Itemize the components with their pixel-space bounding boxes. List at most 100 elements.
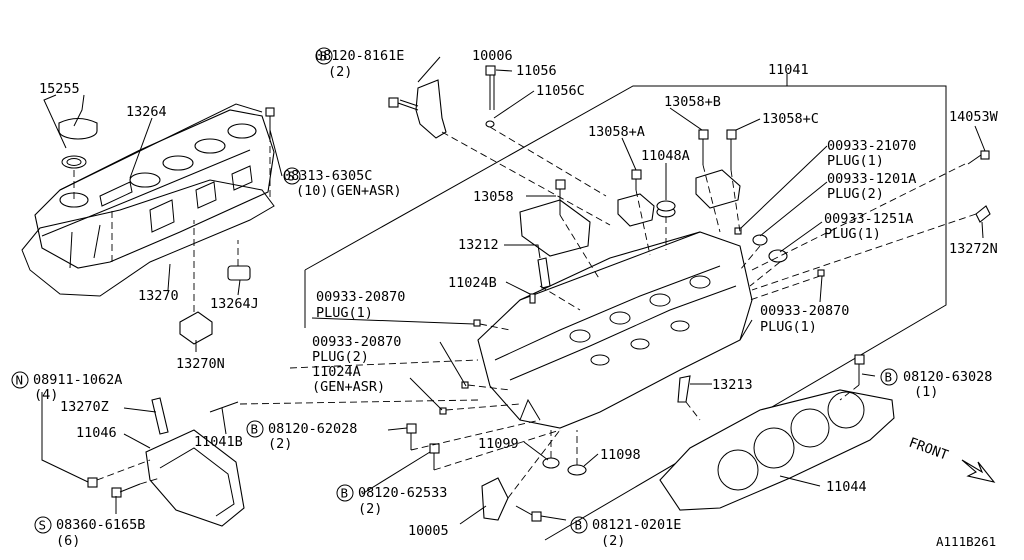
label-00933-20870-a-desc: PLUG(1) — [316, 305, 373, 321]
label-11044: 11044 — [826, 479, 867, 495]
circled-letter-n-icon: N — [11, 371, 29, 389]
label-00933-21070: 00933-21070 — [827, 138, 916, 154]
nut-08911-drawing — [87, 477, 98, 488]
screw-08360-drawing — [111, 483, 141, 498]
label-00933-1251a: 00933-1251A — [824, 211, 913, 227]
seal-11098-drawing — [567, 464, 587, 476]
plugs-drawing — [734, 227, 825, 277]
svg-text:B: B — [341, 486, 349, 501]
label-10006: 10006 — [472, 48, 513, 64]
label-08360: 08360-6165B — [56, 517, 145, 533]
label-08120-62028-qty: (2) — [268, 436, 292, 452]
label-08911: 08911-1062A — [33, 372, 122, 388]
oil-filler-cap-drawing — [58, 117, 98, 169]
camshaft-bracket-13058b-drawing — [695, 129, 741, 209]
head-gasket-drawing — [659, 389, 895, 511]
camshaft-bracket-13058-drawing — [519, 179, 591, 257]
label-13270n: 13270N — [176, 356, 225, 372]
label-13264: 13264 — [126, 104, 167, 120]
circled-letter-b-icon: B — [570, 516, 588, 534]
label-11056: 11056 — [516, 63, 557, 79]
label-15255: 15255 — [39, 81, 80, 97]
label-00933-1201a-desc: PLUG(2) — [827, 186, 884, 202]
label-11041: 11041 — [768, 62, 809, 78]
plug-left-1-drawing — [473, 319, 481, 327]
stud-14053w-drawing — [967, 150, 990, 165]
label-08120-62533-qty: (2) — [358, 501, 382, 517]
label-00933-20870-c-desc: PLUG(1) — [760, 319, 817, 335]
grommet-13264j-drawing — [227, 265, 251, 281]
label-11024a-desc: (GEN+ASR) — [312, 379, 385, 395]
circled-letter-b-icon: B — [880, 368, 898, 386]
bolt-08121-drawing — [515, 505, 542, 522]
dashed-guide-lines — [73, 126, 977, 499]
seal-11099-drawing — [542, 457, 560, 469]
seal-13270z-drawing — [151, 397, 169, 435]
diagram-reference-code: A111B261 — [936, 534, 996, 549]
washer-11056c-drawing — [485, 120, 495, 128]
dowel-13213-drawing — [677, 375, 691, 403]
cylinder-head-drawing — [477, 231, 753, 429]
plate-13272n-drawing — [975, 205, 991, 223]
svg-text:B: B — [251, 422, 259, 437]
label-08120-8161e: 08120-8161E — [315, 48, 404, 64]
label-08121-qty: (2) — [601, 533, 625, 549]
circled-letter-b-icon: B — [246, 420, 264, 438]
label-08911-qty: (4) — [34, 387, 58, 403]
label-14053w: 14053W — [949, 109, 999, 125]
label-13058: 13058 — [473, 189, 514, 205]
seal-13270n-drawing — [179, 311, 213, 345]
label-08120-63028: 08120-63028 — [903, 369, 992, 385]
label-13058c: 13058+C — [762, 111, 819, 127]
pin-11024b-drawing — [529, 293, 536, 304]
label-13058a: 13058+A — [588, 124, 645, 140]
label-11098: 11098 — [600, 447, 641, 463]
svg-text:B: B — [320, 49, 328, 64]
label-08313-qty: (10)(GEN+ASR) — [296, 183, 402, 199]
label-11099: 11099 — [478, 436, 519, 452]
label-11024b: 11024B — [448, 275, 497, 291]
bolt-08120-62028-drawing — [406, 423, 417, 450]
stud-11041b-drawing — [209, 401, 239, 413]
svg-text:S: S — [288, 169, 296, 184]
label-00933-1201a: 00933-1201A — [827, 171, 916, 187]
pin-11024a-drawing — [439, 407, 447, 415]
label-11041b: 11041B — [194, 434, 243, 450]
label-00933-20870-a: 00933-20870 — [316, 289, 405, 305]
label-08120-63028-qty: (1) — [914, 384, 938, 400]
rocker-cover-drawing — [34, 103, 275, 269]
label-08120-62028: 08120-62028 — [268, 421, 357, 437]
rear-cover-drawing — [145, 429, 245, 527]
bolt-08120-62533-drawing — [429, 443, 440, 470]
svg-text:S: S — [39, 518, 47, 533]
label-13213: 13213 — [712, 377, 753, 393]
label-13270: 13270 — [138, 288, 179, 304]
label-00933-21070-desc: PLUG(1) — [827, 153, 884, 169]
label-13212: 13212 — [458, 237, 499, 253]
label-10005: 10005 — [408, 523, 449, 539]
bracket-10005-drawing — [481, 477, 509, 521]
label-00933-20870-b: 00933-20870 — [312, 334, 401, 350]
label-11024a: 11024A — [312, 364, 361, 380]
label-front: FRONT — [907, 435, 951, 464]
rocker-cover-gasket-drawing — [21, 179, 275, 297]
label-13270z: 13270Z — [60, 399, 109, 415]
label-13264j: 13264J — [210, 296, 259, 312]
label-08121: 08121-0201E — [592, 517, 681, 533]
bracket-10006-drawing — [415, 79, 447, 139]
label-08360-qty: (6) — [56, 533, 80, 549]
label-08120-62533: 08120-62533 — [358, 485, 447, 501]
svg-text:B: B — [885, 370, 893, 385]
label-00933-1251a-desc: PLUG(1) — [824, 226, 881, 242]
bolt-11056-drawing — [485, 65, 496, 110]
label-00933-20870-c: 00933-20870 — [760, 303, 849, 319]
leader-lines — [41, 56, 986, 525]
label-11056c: 11056C — [536, 83, 585, 99]
circled-letter-s-icon: S — [283, 167, 301, 185]
label-00933-20870-b-desc: PLUG(2) — [312, 349, 369, 365]
svg-text:N: N — [16, 373, 24, 388]
front-direction-arrow — [961, 459, 996, 483]
seal-11048a-drawing — [656, 200, 676, 218]
circled-letter-b-icon: B — [336, 484, 354, 502]
